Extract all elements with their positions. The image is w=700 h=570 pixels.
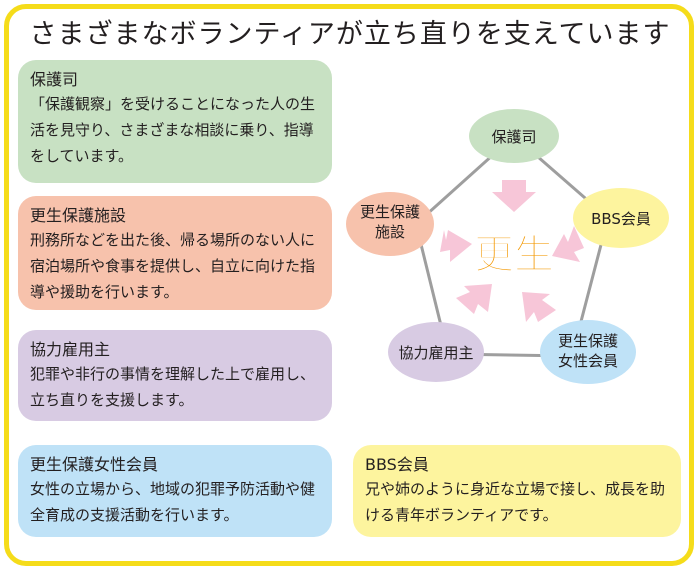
- card-koyounushi-body: 犯罪や非行の事情を理解した上で雇用し、立ち直りを支援します。: [30, 365, 316, 409]
- card-shisetsu-title: 更生保護施設: [30, 206, 127, 225]
- card-joseikai-title: 更生保護女性会員: [30, 455, 159, 474]
- card-bbs-body: 兄や姉のように身近な立場で接し、成長を助ける青年ボランティアです。: [365, 480, 666, 524]
- node-hogoshi-label: 保護司: [491, 128, 536, 146]
- arrow-from-koyounushi: [456, 284, 492, 314]
- card-joseikai: 更生保護女性会員 女性の立場から、地域の犯罪予防活動や健全育成の支援活動を行いま…: [18, 445, 332, 537]
- node-shisetsu-bubble: [346, 192, 434, 256]
- card-koyounushi: 協力雇用主 犯罪や非行の事情を理解した上で雇用し、立ち直りを支援します。: [18, 330, 332, 421]
- center-label: 更生: [474, 232, 554, 278]
- card-shisetsu: 更生保護施設 刑務所などを出た後、帰る場所のない人に宿泊場所や食事を提供し、自立…: [18, 196, 332, 310]
- node-josei-bubble: [540, 320, 636, 384]
- node-shisetsu-label-2: 施設: [375, 223, 405, 241]
- card-hogoshi-title: 保護司: [30, 70, 79, 89]
- card-hogoshi: 保護司 「保護観察」を受けることになった人の生活を見守り、さまざまな相談に乗り、…: [18, 60, 332, 183]
- page-title: さまざまなボランティアが立ち直りを支えています: [29, 19, 671, 50]
- card-shisetsu-body: 刑務所などを出た後、帰る場所のない人に宿泊場所や食事を提供し、自立に向けた指導や…: [30, 231, 316, 301]
- node-josei-label-1: 更生保護: [558, 332, 618, 350]
- node-hogoshi-bubble: [469, 109, 559, 163]
- card-joseikai-body: 女性の立場から、地域の犯罪予防活動や健全育成の支援活動を行います。: [30, 480, 316, 524]
- card-koyounushi-title: 協力雇用主: [30, 340, 111, 359]
- card-bbs: BBS会員 兄や姉のように身近な立場で接し、成長を助ける青年ボランティアです。: [353, 445, 681, 537]
- arrow-from-hogoshi: [492, 180, 536, 212]
- arrow-from-shisetsu: [440, 230, 472, 262]
- arrow-from-bbs: [552, 226, 584, 262]
- volunteer-diagram: 保護司 BBS会員 更生保護 女性会員 協力雇用主 更生保護 施設 更生: [346, 109, 669, 384]
- card-bbs-title: BBS会員: [365, 455, 429, 474]
- node-shisetsu-label-1: 更生保護: [360, 203, 420, 221]
- card-hogoshi-body: 「保護観察」を受けることになった人の生活を見守り、さまざまな相談に乗り、指導をし…: [30, 95, 316, 165]
- arrow-from-josei: [522, 292, 556, 322]
- node-koyounushi-bubble: [388, 322, 484, 382]
- node-bbs-bubble: [573, 188, 669, 248]
- arrows: [440, 180, 584, 322]
- node-bbs-label: BBS会員: [591, 210, 651, 228]
- node-koyounushi-label: 協力雇用主: [398, 344, 473, 362]
- node-josei-label-2: 女性会員: [558, 352, 618, 370]
